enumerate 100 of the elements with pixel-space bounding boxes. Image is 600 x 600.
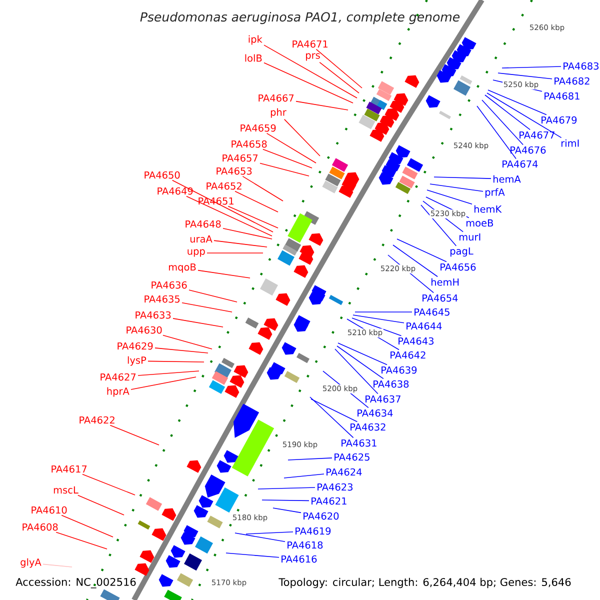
gene-label: hemH (431, 278, 459, 286)
gene-label: PA4677 (520, 131, 554, 139)
gene-label: PA4637 (366, 395, 400, 403)
gene-label: hemK (474, 205, 502, 213)
leader-line (484, 94, 530, 130)
gene-label: PA4679 (542, 116, 577, 124)
leader-line (162, 334, 212, 350)
leader-line (234, 190, 278, 212)
gene-label: PA4656 (440, 263, 476, 271)
accession-text: Accession: NC_002516 (16, 578, 136, 588)
leader-line (288, 458, 332, 460)
gene-label: PA4657 (222, 154, 258, 162)
leader-line (396, 238, 447, 262)
leader-line (392, 244, 438, 278)
leader-line (130, 376, 196, 390)
gene-label: PA4658 (232, 140, 267, 148)
gene-label: PA4645 (414, 308, 450, 316)
gene-label: PA4633 (136, 311, 171, 319)
leader-line (260, 162, 310, 176)
gene-label: PA4629 (118, 342, 153, 350)
title: Pseudomonas aeruginosa PAO1, complete genome (140, 12, 460, 24)
leader-line (234, 532, 286, 542)
gene-label: PA4627 (100, 373, 136, 381)
leader-line (476, 106, 516, 160)
leader-line (56, 532, 108, 550)
gene-label: pagL (450, 247, 474, 257)
leader-line (172, 318, 224, 328)
gene-label: PA4638 (374, 380, 409, 388)
gene-label: PA4632 (350, 423, 386, 431)
leader-line (198, 270, 250, 278)
leader-line (78, 494, 124, 516)
leader-line (188, 290, 238, 302)
leader-line (488, 90, 547, 116)
gene-label: murI (459, 233, 480, 241)
leader-line (310, 398, 358, 422)
gene-label: PA4653 (216, 167, 252, 175)
gene-label: PA4643 (398, 337, 434, 345)
leader-line (172, 180, 274, 232)
leader-line (228, 206, 278, 228)
gene-label: PA4620 (304, 512, 339, 520)
leader-line (242, 176, 284, 202)
gene-label: PA4621 (312, 497, 346, 505)
gene-label: PA4631 (342, 439, 376, 447)
gene-label: upp (188, 249, 205, 257)
leader-line (316, 48, 362, 88)
gene-label: PA4618 (288, 541, 323, 549)
leader-line (110, 424, 160, 446)
leader-line (352, 314, 404, 324)
leader-line (272, 508, 302, 514)
leader-line (61, 514, 114, 538)
genome-info-text: Topology: circular; Length: 6,264,404 bp; Genes: 5,646 (278, 578, 571, 588)
leader-line (138, 370, 200, 376)
leader-line (502, 66, 562, 68)
leader-line (186, 196, 272, 236)
gene-label: PA4682 (554, 77, 590, 85)
gene-label: PA4624 (326, 468, 362, 476)
gene-label: PA4608 (22, 523, 58, 531)
leader-line (266, 132, 316, 164)
leader-line (246, 532, 294, 534)
leader-line (264, 44, 358, 98)
leader-line (420, 204, 457, 246)
gene-label: PA4617 (52, 465, 87, 473)
gene-label: PA4619 (296, 527, 331, 535)
gene-label: PA4639 (382, 366, 417, 374)
gene-label: mscL (54, 486, 78, 494)
gene-label: mqoB (168, 263, 196, 273)
leader-line (430, 184, 484, 192)
leader-line (42, 564, 72, 568)
leader-line (310, 396, 354, 438)
gene-label: hemA (493, 175, 521, 183)
leader-line (284, 474, 324, 478)
gene-label: PA4630 (126, 326, 162, 334)
leader-line (334, 348, 378, 394)
leader-line (498, 72, 552, 80)
leader-line (338, 342, 388, 366)
gene-label: PA4648 (186, 220, 221, 228)
gene-label: PA4654 (422, 294, 458, 302)
gene-label: lysP (128, 356, 146, 366)
gene-label: PA4636 (152, 281, 187, 289)
leader-line (319, 62, 360, 94)
leader-line (154, 348, 208, 354)
leader-line (482, 100, 524, 146)
gene-label: PA4676 (510, 146, 546, 154)
gene-label: PA4667 (258, 94, 294, 102)
gene-label: PA4642 (390, 351, 426, 359)
leader-line (262, 500, 310, 502)
gene-label: PA4674 (502, 160, 538, 168)
gene-label: PA4683 (564, 62, 598, 70)
gene-label: hprA (107, 387, 130, 397)
leader-line (296, 100, 348, 110)
gene-label: PA4650 (144, 171, 180, 179)
gene-label: PA4635 (144, 295, 180, 303)
gene-label: prfA (485, 188, 505, 198)
leader-line (222, 228, 272, 240)
gene-label: PA4681 (544, 92, 580, 100)
gene-label: uraA (190, 235, 212, 243)
leader-line (284, 118, 320, 156)
gene-label: PA4644 (406, 322, 442, 330)
gene-label: PA4671 (292, 40, 328, 48)
gene-label: PA4625 (334, 453, 370, 461)
